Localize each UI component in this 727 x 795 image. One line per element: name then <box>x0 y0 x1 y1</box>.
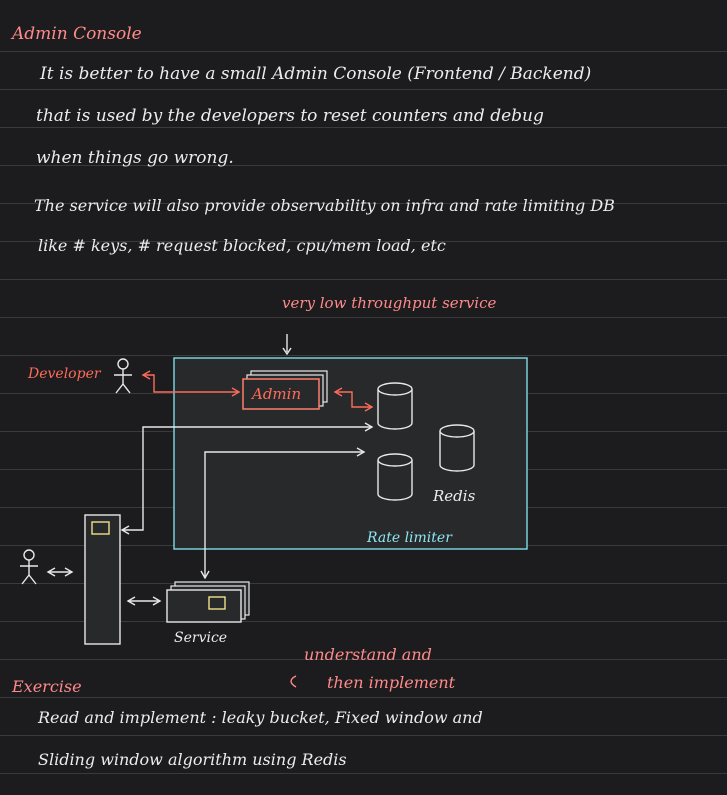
service-db-arrow <box>200 447 366 580</box>
gateway-db-arrow-1 <box>120 422 374 535</box>
admin-label: Admin <box>252 385 302 403</box>
paragraph1-line3: when things go wrong. <box>36 148 234 168</box>
paragraph1-line1: It is better to have a small Admin Conso… <box>40 64 592 84</box>
paragraph2-line1: The service will also provide observabil… <box>34 196 615 215</box>
client-icon <box>20 549 38 585</box>
paragraph1-line2: that is used by the developers to reset … <box>36 106 544 126</box>
admin-box <box>242 370 328 410</box>
admin-db-arrow <box>333 387 374 412</box>
db-cylinder-1 <box>377 382 413 430</box>
paragraph2-line2: like # keys, # request blocked, cpu/mem … <box>38 236 446 255</box>
developer-admin-arrow <box>141 370 241 397</box>
exercise-task-line2: Sliding window algorithm using Redis <box>38 750 347 769</box>
exercise-task-line1: Read and implement : leaky bucket, Fixed… <box>38 708 483 727</box>
redis-cylinder <box>439 424 475 472</box>
service-box <box>166 581 250 623</box>
redis-label: Redis <box>433 487 476 505</box>
gateway-box <box>84 514 121 645</box>
exercise-note-line2: then implement <box>327 673 456 692</box>
developer-label: Developer <box>28 366 101 382</box>
exercise-label: Exercise <box>12 677 82 696</box>
exercise-note-line1: understand and <box>304 645 432 664</box>
throughput-annotation: very low throughput service <box>282 294 497 312</box>
developer-icon <box>114 358 132 394</box>
annotation-arrow <box>282 334 292 356</box>
note-brace <box>290 675 297 688</box>
section-heading: Admin Console <box>12 24 142 44</box>
db-cylinder-2 <box>377 453 413 501</box>
rate-limiter-label: Rate limiter <box>367 530 452 546</box>
service-label: Service <box>174 630 228 646</box>
